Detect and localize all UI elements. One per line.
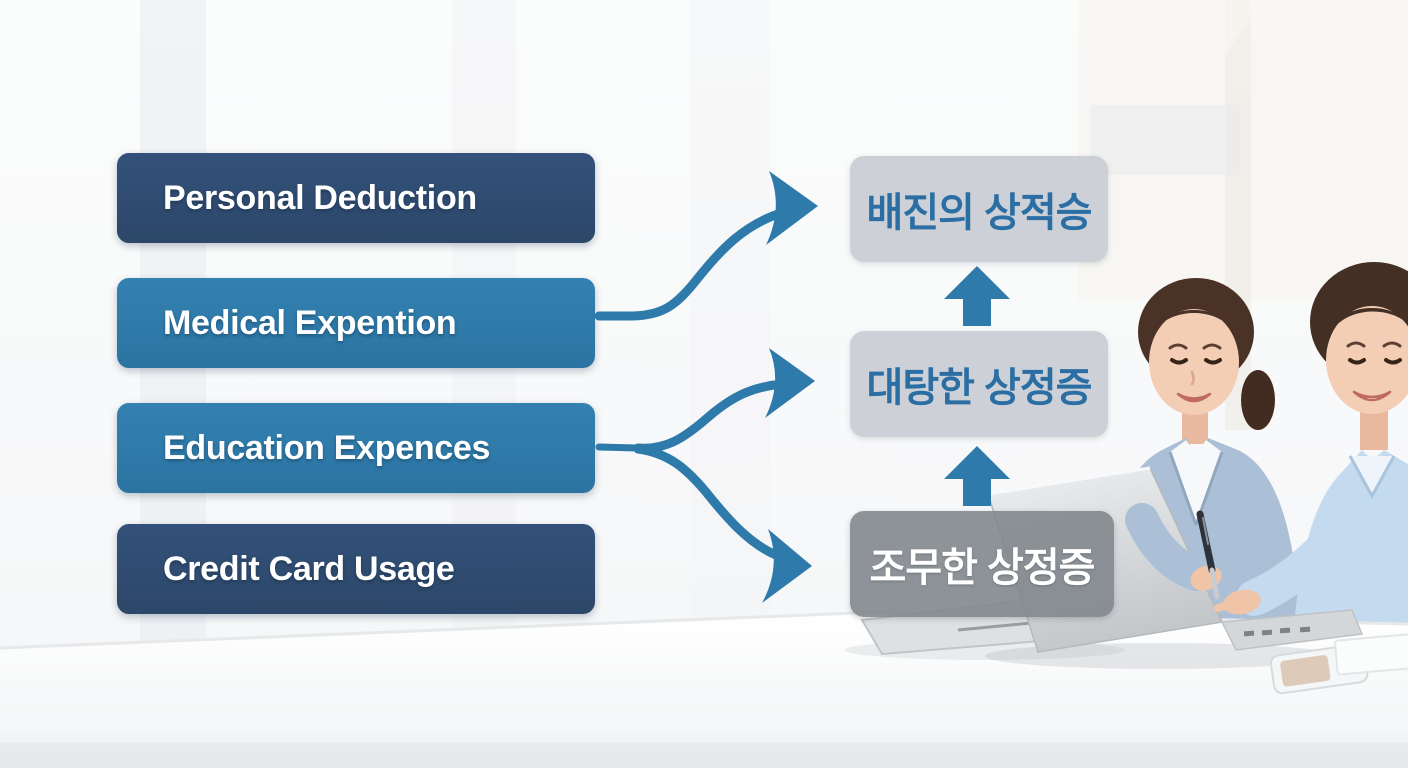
flow-box-label: Personal Deduction <box>163 178 477 217</box>
flow-box-personal-deduction: Personal Deduction <box>117 153 595 243</box>
result-box-label: 조무한 상정증 <box>869 546 1096 590</box>
flow-box-label: Medical Expention <box>163 303 457 342</box>
result-box-middle: 대탕한 상정증 <box>850 331 1108 437</box>
result-box-top: 배진의 상적승 <box>850 156 1108 262</box>
flow-box-education-expences: Education Expences <box>117 403 595 493</box>
flow-box-label: Education Expences <box>163 428 491 467</box>
flow-box-medical-expention: Medical Expention <box>117 278 595 368</box>
result-box-label: 배진의 상적승 <box>866 191 1093 235</box>
result-box-bottom: 조무한 상정증 <box>850 511 1114 617</box>
flow-box-label: Credit Card Usage <box>163 549 455 588</box>
flow-box-credit-card-usage: Credit Card Usage <box>117 524 595 614</box>
result-box-label: 대탕한 상정증 <box>866 366 1093 410</box>
